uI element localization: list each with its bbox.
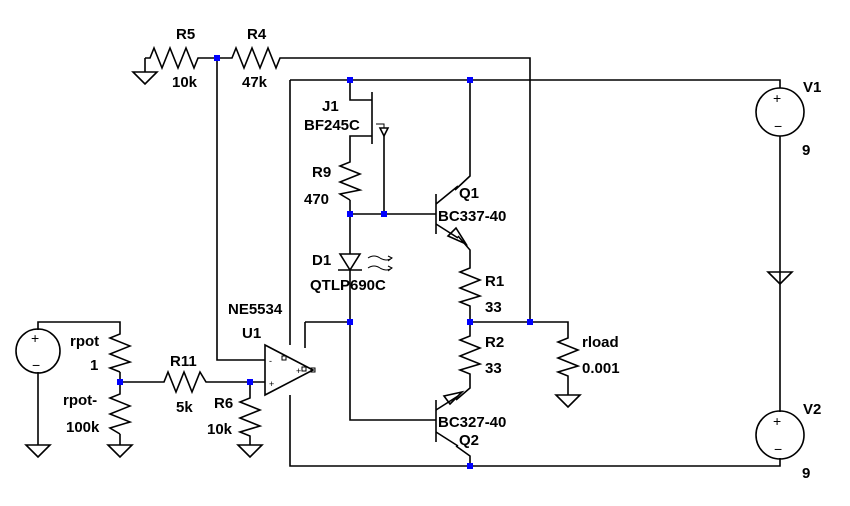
r5-ref-label: R5	[176, 26, 195, 43]
resistor-rpot-minus-icon	[107, 390, 133, 435]
rpot-minus-ref-label: rpot-	[63, 392, 97, 409]
r1-value-label: 33	[485, 299, 502, 316]
r6-ref-label: R6	[214, 395, 233, 412]
wires	[37, 57, 781, 467]
resistor-r9-icon	[337, 155, 363, 201]
v1-value-label: 9	[802, 142, 810, 159]
q1-value-label: BC337-40	[438, 208, 506, 225]
v2-minus-sign: −	[774, 441, 782, 457]
opamp-u1-icon	[264, 343, 316, 397]
ground-symbols	[24, 71, 794, 459]
voltage-source-input-icon	[15, 328, 61, 374]
ground-icon	[236, 444, 264, 459]
q2-value-label: BC327-40	[438, 414, 506, 431]
d1-ref-label: D1	[312, 252, 331, 269]
voltage-source-v2-icon	[755, 410, 805, 460]
r2-ref-label: R2	[485, 334, 504, 351]
r4-value-label: 47k	[242, 74, 268, 91]
resistor-r4-icon	[217, 45, 287, 71]
input-minus-sign: −	[32, 357, 40, 373]
opamp-plus-pin-2: +	[296, 366, 301, 376]
voltage-source-v1-icon	[755, 87, 805, 137]
q2-ref-label: Q2	[459, 432, 479, 449]
ground-icon	[24, 444, 52, 459]
junctions	[117, 55, 533, 469]
resistor-r1-icon	[457, 262, 483, 310]
v1-ref-label: V1	[803, 79, 821, 96]
r1-ref-label: R1	[485, 273, 504, 290]
resistor-rload-icon	[555, 332, 581, 378]
rpot-value-label: 1	[90, 357, 98, 374]
v2-plus-sign: +	[773, 413, 781, 429]
rpot-minus-value-label: 100k	[66, 419, 100, 436]
jfet-j1-icon	[371, 92, 390, 144]
resistor-rpot-icon	[107, 330, 133, 373]
opamp-minus-pin: -	[269, 356, 272, 366]
r5-value-label: 10k	[172, 74, 198, 91]
u1-ref-label: U1	[242, 325, 261, 342]
rload-value-label: 0.001	[582, 360, 620, 377]
v1-minus-sign: −	[774, 118, 782, 134]
input-plus-sign: +	[31, 330, 39, 346]
r11-value-label: 5k	[176, 399, 193, 416]
q1-ref-label: Q1	[459, 185, 479, 202]
j1-ref-label: J1	[322, 98, 339, 115]
transistor-q2-icon	[435, 390, 465, 447]
v1-plus-sign: +	[773, 90, 781, 106]
r11-ref-label: R11	[170, 353, 197, 370]
resistor-r5-icon	[145, 45, 217, 71]
u1-value-label: NE5534	[228, 301, 283, 318]
d1-value-label: QTLP690C	[310, 277, 386, 294]
transistor-q1-icon	[435, 185, 469, 246]
v2-value-label: 9	[802, 465, 810, 482]
resistor-r2-icon	[457, 330, 483, 378]
resistor-r6-icon	[237, 392, 263, 438]
rpot-ref-label: rpot	[70, 333, 99, 350]
r6-value-label: 10k	[207, 421, 233, 438]
rload-ref-label: rload	[582, 334, 619, 351]
ground-icon	[106, 444, 134, 459]
resistor-r11-icon	[160, 369, 210, 395]
r2-value-label: 33	[485, 360, 502, 377]
v2-ref-label: V2	[803, 401, 821, 418]
j1-value-label: BF245C	[304, 117, 360, 134]
led-d1-icon	[338, 248, 393, 272]
r9-ref-label: R9	[312, 164, 331, 181]
opamp-plus-pin: +	[269, 379, 274, 389]
ground-icon	[554, 394, 582, 409]
r4-ref-label: R4	[247, 26, 267, 43]
r9-value-label: 470	[304, 191, 329, 208]
ground-icon	[131, 71, 159, 86]
ground-icon	[766, 271, 794, 286]
